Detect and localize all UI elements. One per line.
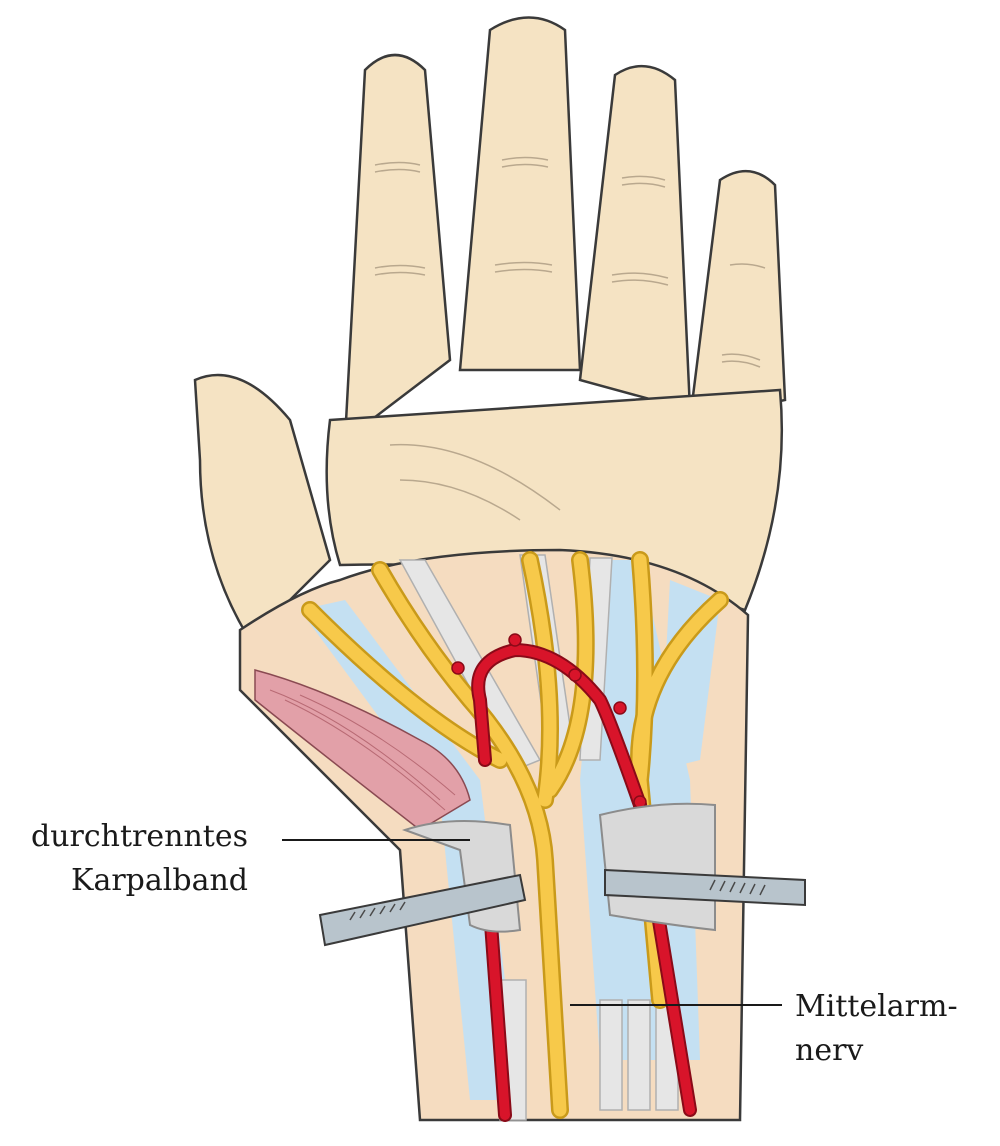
thenar-muscle: [254, 669, 471, 831]
muscle-fibers: [269, 689, 456, 811]
retractor-grip: [349, 879, 766, 921]
leader-lines: [282, 839, 782, 1006]
label-cut-carpal-ligament-line1: durchtrenntes: [31, 819, 248, 854]
label-cut-carpal-ligament-line2: Karpalband: [71, 863, 248, 898]
label-median-nerve-line1: Mittelarm-: [795, 989, 958, 1024]
nerves: [301, 551, 729, 1119]
label-median-nerve: Mittelarm- nerv: [795, 985, 958, 1073]
label-cut-carpal-ligament: durchtrenntes Karpalband: [30, 815, 248, 903]
retractors: [318, 868, 806, 947]
median-nerve: [373, 563, 567, 1117]
finger-creases: [374, 156, 766, 521]
hand: [193, 16, 787, 642]
label-median-nerve-line2: nerv: [795, 1033, 864, 1068]
